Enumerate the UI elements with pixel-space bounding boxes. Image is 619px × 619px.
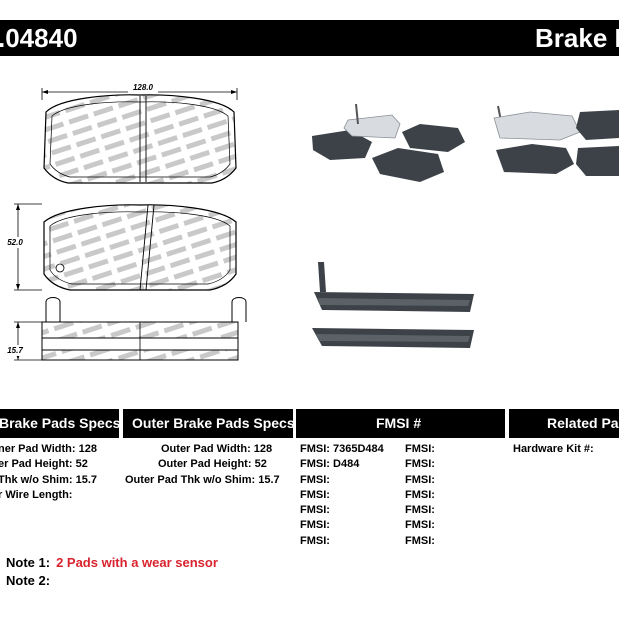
- outer-specs-header-label: Outer Brake Pads Specs: [132, 415, 293, 431]
- fmsi-row: FMSI:: [300, 473, 400, 488]
- spec-label: r Wire Length:: [0, 488, 73, 501]
- fmsi-label: FMSI:: [300, 443, 330, 455]
- page-title: Brake F: [535, 23, 619, 53]
- pad-backing-view: 52.0: [4, 203, 237, 291]
- fmsi-row: FMSI:: [300, 488, 400, 503]
- outer-specs-header: Outer Brake Pads Specs: [123, 409, 293, 438]
- inner-specs-header-label: Brake Pads Specs: [0, 415, 119, 431]
- fmsi-row: FMSI: 7365D484: [300, 442, 400, 457]
- spec-value: 15.7: [75, 473, 98, 486]
- fmsi-row: FMSI:: [405, 473, 435, 486]
- fmsi-row: FMSI:: [405, 519, 435, 532]
- product-photo-right: [493, 105, 619, 176]
- fmsi-list-1: FMSI: 7365D484 FMSI: D484 FMSI: FMSI: FM…: [300, 442, 400, 549]
- fmsi-header-label: FMSI #: [376, 415, 422, 431]
- spec-label: Outer Pad Height:: [158, 458, 252, 471]
- note-label: Note 1:: [6, 555, 51, 570]
- related-header-label: Related Pa: [547, 415, 619, 431]
- fmsi-list-2: FMSI: FMSI: FMSI: FMSI: FMSI: FMSI: FMSI…: [405, 442, 495, 549]
- pad-drawing: 128.0 52.0 15.7: [2, 83, 619, 361]
- inner-spec-row: Thk w/o Shim: 15.7: [0, 473, 118, 488]
- product-photo-angled: [312, 103, 465, 182]
- fmsi-label: FMSI:: [300, 473, 330, 486]
- width-dimension-label: 128.0: [133, 83, 154, 92]
- height-dimension-label: 52.0: [7, 238, 23, 247]
- fmsi-label: FMSI:: [300, 534, 330, 547]
- spec-value: 128: [78, 443, 97, 455]
- part-number: .04840: [0, 23, 78, 53]
- outer-spec-row: Outer Pad Width: 128: [125, 442, 285, 457]
- note-2: Note 2:: [6, 573, 56, 588]
- related-header: Related Pa: [509, 409, 619, 438]
- fmsi-value: 7365D484: [333, 443, 384, 455]
- fmsi-label: FMSI:: [300, 519, 330, 532]
- spec-label: Thk w/o Shim:: [0, 473, 73, 486]
- fmsi-row: FMSI:: [300, 518, 400, 533]
- fmsi-label: FMSI:: [300, 504, 330, 517]
- fmsi-row: FMSI:: [300, 534, 400, 549]
- fmsi-label: FMSI:: [300, 488, 330, 501]
- fmsi-row: FMSI:: [405, 443, 435, 455]
- hardware-kit-row: Hardware Kit #:: [513, 442, 618, 457]
- spec-value: 128: [253, 443, 273, 455]
- spec-value: 52: [75, 458, 88, 471]
- spec-label: ner Pad Width:: [0, 443, 76, 455]
- inner-spec-row: ner Pad Width: 128: [0, 442, 118, 457]
- fmsi-row: FMSI:: [405, 534, 435, 547]
- fmsi-label: FMSI:: [300, 458, 330, 471]
- note-label: Note 2:: [6, 573, 51, 588]
- related-list: Hardware Kit #:: [513, 442, 618, 457]
- pad-top-view: [43, 94, 237, 184]
- width-dimension: 128.0: [41, 83, 238, 100]
- fmsi-row: FMSI:: [405, 488, 435, 501]
- product-photo-side: [312, 262, 474, 348]
- fmsi-header: FMSI #: [296, 409, 505, 438]
- fmsi-value: D484: [333, 458, 360, 471]
- spec-value: 52: [254, 458, 267, 471]
- inner-spec-row: r Wire Length:: [0, 488, 118, 503]
- pad-side-view: 15.7: [2, 297, 247, 361]
- outer-specs-list: Outer Pad Width: 128 Outer Pad Height: 5…: [125, 442, 285, 488]
- fmsi-row: FMSI:: [405, 458, 435, 471]
- fmsi-row: FMSI:: [300, 503, 400, 518]
- note-1: Note 1: 2 Pads with a wear sensor: [6, 555, 218, 570]
- inner-specs-list: ner Pad Width: 128 er Pad Height: 52 Thk…: [0, 442, 118, 503]
- inner-spec-row: er Pad Height: 52: [0, 457, 118, 472]
- fmsi-row: FMSI: D484: [300, 457, 400, 472]
- title-bar: .04840 Brake F: [0, 20, 619, 56]
- hardware-kit-label: Hardware Kit #:: [513, 443, 594, 455]
- spec-label: Outer Pad Thk w/o Shim:: [125, 473, 256, 486]
- spec-label: Outer Pad Width:: [161, 443, 251, 455]
- spec-label: er Pad Height:: [0, 458, 73, 471]
- note-value: 2 Pads with a wear sensor: [56, 555, 218, 570]
- outer-spec-row: Outer Pad Thk w/o Shim: 15.7: [125, 473, 285, 488]
- spec-value: 15.7: [258, 473, 280, 486]
- outer-spec-row: Outer Pad Height: 52: [125, 457, 285, 472]
- fmsi-row: FMSI:: [405, 504, 435, 517]
- inner-specs-header: Brake Pads Specs: [0, 409, 119, 438]
- thickness-dimension-label: 15.7: [7, 346, 23, 355]
